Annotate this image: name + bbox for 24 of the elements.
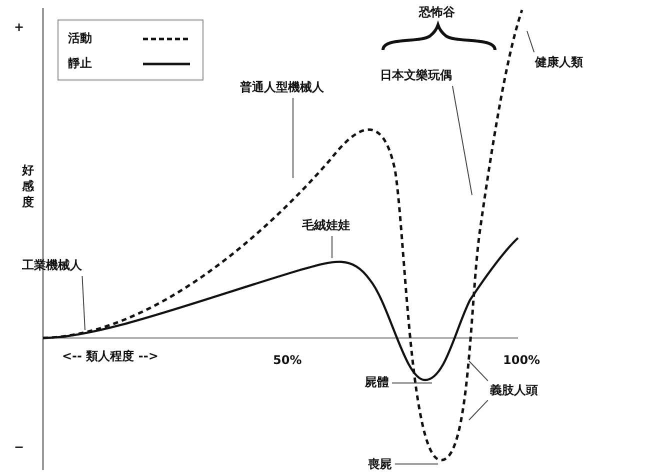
tick-label: 100% <box>503 353 540 368</box>
minus-sign: − <box>14 440 24 455</box>
plus-sign: + <box>14 20 24 35</box>
curve-label: 工業機械人 <box>22 258 82 273</box>
leader-line <box>392 382 432 384</box>
leader-line <box>82 276 86 330</box>
leader-line <box>452 86 472 196</box>
curve-label: 普通人型機械人 <box>240 80 324 95</box>
leader-line <box>526 30 535 53</box>
tick-label: 50% <box>273 353 302 368</box>
curve-label: 日本文樂玩偶 <box>380 68 452 83</box>
y-axis-title: 好感度 <box>22 162 35 210</box>
curve-label: 毛絨娃娃 <box>302 218 350 233</box>
curve-label: 義肢人頭 <box>490 383 538 398</box>
bracket-title: 恐怖谷 <box>419 5 455 20</box>
curve-label: 屍體 <box>365 375 389 390</box>
legend-label: 靜止 <box>68 56 92 71</box>
legend-label: 活動 <box>68 31 92 46</box>
leader-line <box>468 360 488 382</box>
leader-line <box>468 400 488 420</box>
leader-line <box>292 98 294 178</box>
x-axis-title: <-- 類人程度 --> <box>62 349 158 364</box>
curve-label: 喪屍 <box>368 457 392 472</box>
curve-label: 健康人類 <box>535 55 583 70</box>
